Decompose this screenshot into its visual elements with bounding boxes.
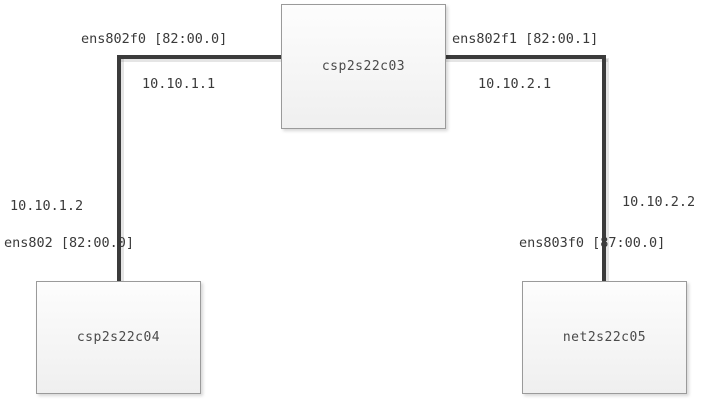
link-left-vertical-shadow <box>121 58 124 285</box>
node-csp2s22c04-label: csp2s22c04 <box>76 330 161 345</box>
link-left-horizontal-segment <box>117 55 283 59</box>
link-right-vertical-segment <box>602 55 606 282</box>
link-right-target-ip-label: 10.10.2.2 <box>622 194 696 210</box>
node-csp2s22c03-label: csp2s22c03 <box>321 59 406 74</box>
link-left-horizontal-shadow <box>119 59 285 62</box>
link-right-source-interface-label: ens802f1 [82:00.1] <box>452 31 599 47</box>
link-left-source-interface-label: ens802f0 [82:00.0] <box>81 31 228 47</box>
link-right-horizontal-shadow <box>446 59 608 62</box>
node-net2s22c05-label: net2s22c05 <box>562 330 647 345</box>
link-left-source-ip-label: 10.10.1.1 <box>142 76 216 92</box>
link-right-source-ip-label: 10.10.2.1 <box>478 76 552 92</box>
link-left-vertical-segment <box>117 55 121 282</box>
link-right-horizontal-segment <box>444 55 606 59</box>
link-left-target-ip-label: 10.10.1.2 <box>10 198 84 214</box>
link-right-vertical-shadow <box>606 58 609 285</box>
node-net2s22c05[interactable]: net2s22c05 <box>522 281 687 394</box>
node-csp2s22c03[interactable]: csp2s22c03 <box>281 4 446 129</box>
node-csp2s22c04[interactable]: csp2s22c04 <box>36 281 201 394</box>
link-left-target-interface-label: ens802 [82:00.0] <box>4 235 135 251</box>
link-right-target-interface-label: ens803f0 [87:00.0] <box>519 235 666 251</box>
